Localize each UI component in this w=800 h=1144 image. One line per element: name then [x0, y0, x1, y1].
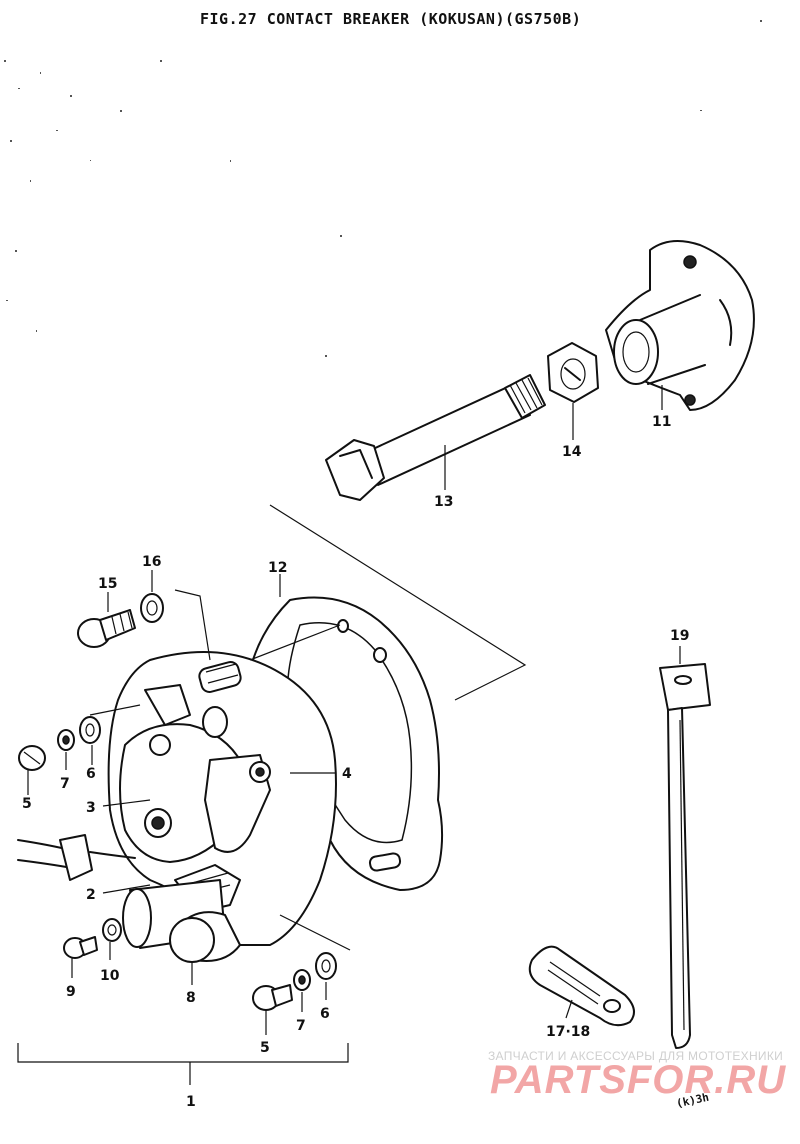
leader-2 [102, 884, 151, 894]
callout-7: 7 [60, 776, 70, 792]
assembly-line-lower [279, 914, 351, 951]
screw-5-left [18, 745, 46, 771]
scan-noise [4, 20, 762, 357]
assembly-line-upper [89, 704, 141, 716]
watermark-tagline: ЗАПЧАСТИ И АКСЕССУАРЫ ДЛЯ МОТОТЕХНИКИ [488, 1049, 784, 1063]
callout-10: 10 [100, 968, 120, 984]
callout-16: 16 [142, 554, 161, 570]
callout-13: 13 [434, 494, 453, 510]
callout-5-bottom: 5 [260, 1040, 270, 1056]
spring-washer-7-left [57, 729, 75, 751]
callout-1: 1 [186, 1094, 196, 1110]
screw-9 [63, 936, 98, 959]
assembly-bracket-1 [17, 1043, 349, 1063]
washer-6-bottom [315, 952, 337, 980]
washer-16 [140, 593, 164, 623]
callout-6-bottom: 6 [320, 1006, 330, 1022]
callout-5: 5 [22, 796, 32, 812]
callout-8: 8 [186, 990, 196, 1006]
washer-10 [102, 918, 122, 942]
callout-6: 6 [86, 766, 96, 782]
spring-washer-7-bottom [293, 969, 311, 991]
screw-15 [77, 609, 136, 648]
lead-bracket [528, 945, 635, 1027]
shaft-bolt [325, 374, 546, 501]
watermark-logo: PARTSFOR.RU [490, 1058, 787, 1102]
callout-9: 9 [66, 984, 76, 1000]
nut [547, 342, 599, 403]
cam-housing [605, 240, 755, 411]
callout-15: 15 [98, 576, 117, 592]
screw-5-bottom [252, 984, 293, 1011]
callout-17-18: 17·18 [546, 1024, 590, 1040]
washer-6-left [79, 716, 101, 744]
callout-12: 12 [268, 560, 287, 576]
wire-lead [17, 834, 136, 881]
leader-17-18 [565, 999, 573, 1019]
condenser [122, 879, 241, 963]
callout-2: 2 [86, 887, 96, 903]
contact-point-set [119, 684, 271, 863]
callout-4: 4 [342, 766, 352, 782]
assembly-line-13 [269, 504, 527, 701]
leader-3 [102, 799, 151, 807]
callout-14: 14 [562, 444, 582, 460]
callout-19: 19 [670, 628, 689, 644]
callout-3: 3 [86, 800, 96, 816]
callout-7-bottom: 7 [296, 1018, 306, 1034]
figure-title: FIG.27 CONTACT BREAKER (KOKUSAN)(GS750B) [200, 10, 582, 28]
cable-tie [659, 663, 711, 1049]
callout-11: 11 [652, 414, 671, 430]
